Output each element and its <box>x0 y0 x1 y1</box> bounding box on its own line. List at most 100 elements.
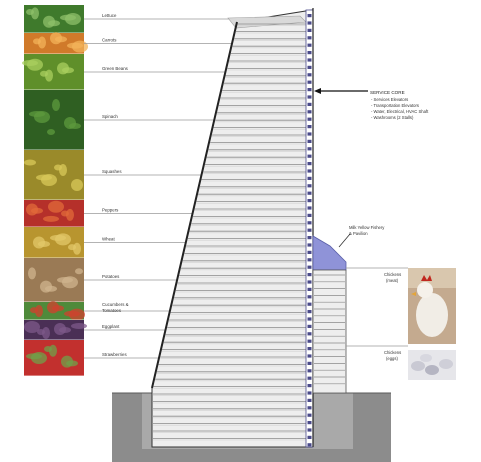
core-mark <box>308 184 312 187</box>
core-mark <box>308 325 312 328</box>
annex-labels: Milk Yellow Fishery & Pavilion Chickens … <box>339 225 408 361</box>
service-core-item-3: - Water, Electrical, HVAC Shaft <box>371 109 429 114</box>
crop-label: Eggplant <box>102 324 120 329</box>
core-mark <box>308 199 312 202</box>
core-mark <box>308 243 312 246</box>
core-mark <box>308 214 312 217</box>
core-mark <box>308 288 312 291</box>
crop-photo-column <box>22 5 88 376</box>
core-mark <box>308 177 312 180</box>
core-mark <box>308 229 312 232</box>
crop-photo <box>24 5 84 33</box>
crop-label: Tomatoes <box>102 308 122 313</box>
service-core-item-1: - Services Elevators <box>371 97 408 102</box>
core-mark <box>308 406 312 409</box>
core-mark <box>308 436 312 439</box>
core-mark <box>308 29 312 32</box>
core-mark <box>308 192 312 195</box>
core-mark <box>308 362 312 365</box>
crop-label: Squashes <box>102 169 122 174</box>
core-mark <box>308 310 312 313</box>
core-mark <box>308 88 312 91</box>
core-mark <box>308 303 312 306</box>
core-mark <box>308 221 312 224</box>
core-mark <box>308 14 312 17</box>
core-mark <box>308 206 312 209</box>
crop-photo <box>24 258 84 302</box>
core-mark <box>308 66 312 69</box>
core-mark <box>308 118 312 121</box>
core-mark <box>308 236 312 239</box>
crop-photo <box>24 227 84 258</box>
crop-photo <box>24 301 85 320</box>
crop-label: Potatoes <box>102 274 120 279</box>
crop-photo <box>24 32 88 54</box>
annex-roof <box>313 236 346 270</box>
core-mark <box>308 36 312 39</box>
core-mark <box>308 421 312 424</box>
core-mark <box>308 95 312 98</box>
core-mark <box>308 155 312 158</box>
core-mark <box>308 377 312 380</box>
core-mark <box>308 399 312 402</box>
core-mark <box>308 162 312 165</box>
core-mark <box>308 391 312 394</box>
crop-label: Carrots <box>102 38 117 43</box>
chickens-meat-label-line2: (meat) <box>386 278 399 283</box>
chickens-eggs-label-line1: Chickens <box>384 350 401 355</box>
crop-label: Strawberries <box>102 352 127 357</box>
core-mark <box>308 332 312 335</box>
core-mark <box>308 73 312 76</box>
crop-photo <box>24 340 84 376</box>
crop-label: Lettuce <box>102 13 117 18</box>
crop-label: Wheat <box>102 237 115 242</box>
core-mark <box>308 125 312 128</box>
core-mark <box>308 110 312 113</box>
core-mark <box>308 340 312 343</box>
crop-label: Green Beans <box>102 66 129 71</box>
core-mark <box>308 369 312 372</box>
crop-photo <box>24 90 84 150</box>
core-mark <box>308 428 312 431</box>
core-mark <box>308 44 312 47</box>
core-mark <box>308 140 312 143</box>
annex-pavilion <box>313 236 346 393</box>
core-mark <box>308 132 312 135</box>
core-mark <box>308 414 312 417</box>
service-core-title: SERVICE CORE <box>370 90 405 95</box>
service-core-item-2: - Transportation Elevators <box>371 103 419 108</box>
core-mark <box>308 169 312 172</box>
crop-photo <box>24 320 87 340</box>
core-mark <box>308 273 312 276</box>
core-mark <box>308 258 312 261</box>
core-mark <box>308 251 312 254</box>
core-mark <box>308 266 312 269</box>
crop-photo <box>24 150 84 200</box>
chickens-meat-label-line1: Chickens <box>384 272 401 277</box>
service-core-callout: SERVICE CORE - Services Elevators - Tran… <box>314 88 429 120</box>
crop-photo <box>24 200 84 227</box>
service-core-arrowhead <box>314 88 321 94</box>
core-mark <box>308 280 312 283</box>
annex-label-line2: & Pavilion <box>349 231 368 236</box>
annex-label-line1: Milk Yellow Fishery <box>349 225 385 230</box>
crop-photo <box>22 54 84 90</box>
core-mark <box>308 58 312 61</box>
crop-label: Cucumbers & <box>102 302 129 307</box>
core-mark <box>308 354 312 357</box>
chickens-eggs-label-line2: (eggs) <box>386 356 398 361</box>
chicken-eggs-photo <box>408 350 456 380</box>
core-mark <box>308 103 312 106</box>
core-mark <box>308 317 312 320</box>
core-mark <box>308 147 312 150</box>
core-mark <box>308 51 312 54</box>
core-mark <box>308 443 312 446</box>
core-mark <box>308 81 312 84</box>
crop-label: Spinach <box>102 114 118 119</box>
core-mark <box>308 384 312 387</box>
chicken-meat-photo <box>408 268 456 344</box>
core-mark <box>308 21 312 24</box>
core-mark <box>308 347 312 350</box>
crop-label: Peppers <box>102 208 119 213</box>
